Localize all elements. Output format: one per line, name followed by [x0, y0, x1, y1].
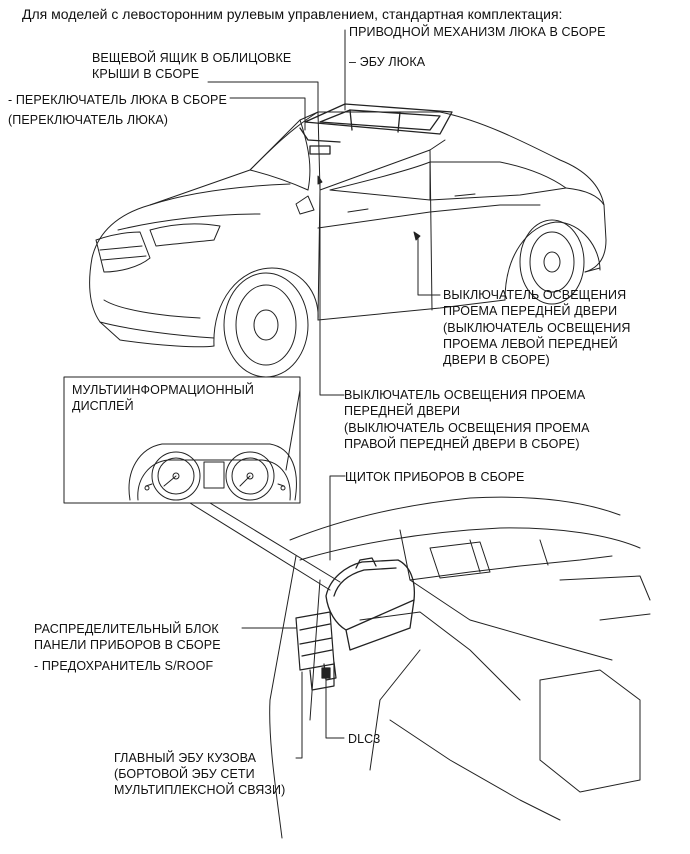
label-courtesy-lh-3: (ВЫКЛЮЧАТЕЛЬ ОСВЕЩЕНИЯ [443, 321, 631, 335]
sunroof-module [299, 103, 453, 155]
label-roof-box-2: КРЫШИ В СБОРЕ [92, 67, 200, 81]
label-main-body-1: ГЛАВНЫЙ ЭБУ КУЗОВА [114, 751, 257, 765]
page-title: Для моделей с левосторонним рулевым упра… [22, 6, 563, 22]
label-meter: ЩИТОК ПРИБОРОВ В СБОРЕ [345, 470, 525, 484]
label-fuse: - ПРЕДОХРАНИТЕЛЬ S/ROOF [34, 659, 214, 673]
label-main-body-2: (БОРТОВОЙ ЭБУ СЕТИ [114, 767, 255, 781]
label-courtesy-lh-1: ВЫКЛЮЧАТЕЛЬ ОСВЕЩЕНИЯ [443, 288, 627, 302]
label-courtesy-rh-1: ВЫКЛЮЧАТЕЛЬ ОСВЕЩЕНИЯ ПРОЕМА [344, 388, 586, 402]
label-junction-1: РАСПРЕДЕЛИТЕЛЬНЫЙ БЛОК [34, 622, 219, 636]
label-courtesy-lh-2: ПРОЕМА ПЕРЕДНЕЙ ДВЕРИ [443, 304, 618, 318]
label-courtesy-rh-2: ПЕРЕДНЕЙ ДВЕРИ [344, 404, 461, 418]
label-junction-2: ПАНЕЛИ ПРИБОРОВ В СБОРЕ [34, 638, 221, 652]
label-sunroof-switch: - ПЕРЕКЛЮЧАТЕЛЬ ЛЮКА В СБОРЕ [8, 93, 227, 107]
label-sunroof-drive: ПРИВОДНОЙ МЕХАНИЗМ ЛЮКА В СБОРЕ [349, 25, 606, 39]
label-courtesy-rh-3: (ВЫКЛЮЧАТЕЛЬ ОСВЕЩЕНИЯ ПРОЕМА [344, 421, 590, 435]
label-courtesy-lh-5: ДВЕРИ В СБОРЕ) [443, 353, 550, 367]
label-sunroof-ecu: – ЭБУ ЛЮКА [349, 55, 426, 69]
label-dlc3: DLC3 [348, 732, 381, 746]
label-courtesy-lh-4: ПРОЕМА ЛЕВОЙ ПЕРЕДНЕЙ [443, 337, 618, 351]
dashboard-illustration [269, 496, 651, 839]
label-sunroof-switch-sub: (ПЕРЕКЛЮЧАТЕЛЬ ЛЮКА) [8, 113, 169, 127]
label-main-body-3: МУЛЬТИПЛЕКСНОЙ СВЯЗИ) [114, 783, 286, 797]
combination-meter [325, 557, 416, 651]
car-illustration [89, 111, 607, 378]
label-courtesy-rh-4: ПРАВОЙ ПЕРЕДНЕЙ ДВЕРИ В СБОРЕ) [344, 437, 580, 451]
label-multi-display-1: МУЛЬТИИНФОРМАЦИОННЫЙ [72, 383, 254, 397]
label-multi-display-2: ДИСПЛЕЙ [72, 399, 134, 413]
label-roof-box-1: ВЕЩЕВОЙ ЯЩИК В ОБЛИЦОВКЕ [92, 51, 292, 65]
multi-display-detail-box [63, 376, 341, 591]
